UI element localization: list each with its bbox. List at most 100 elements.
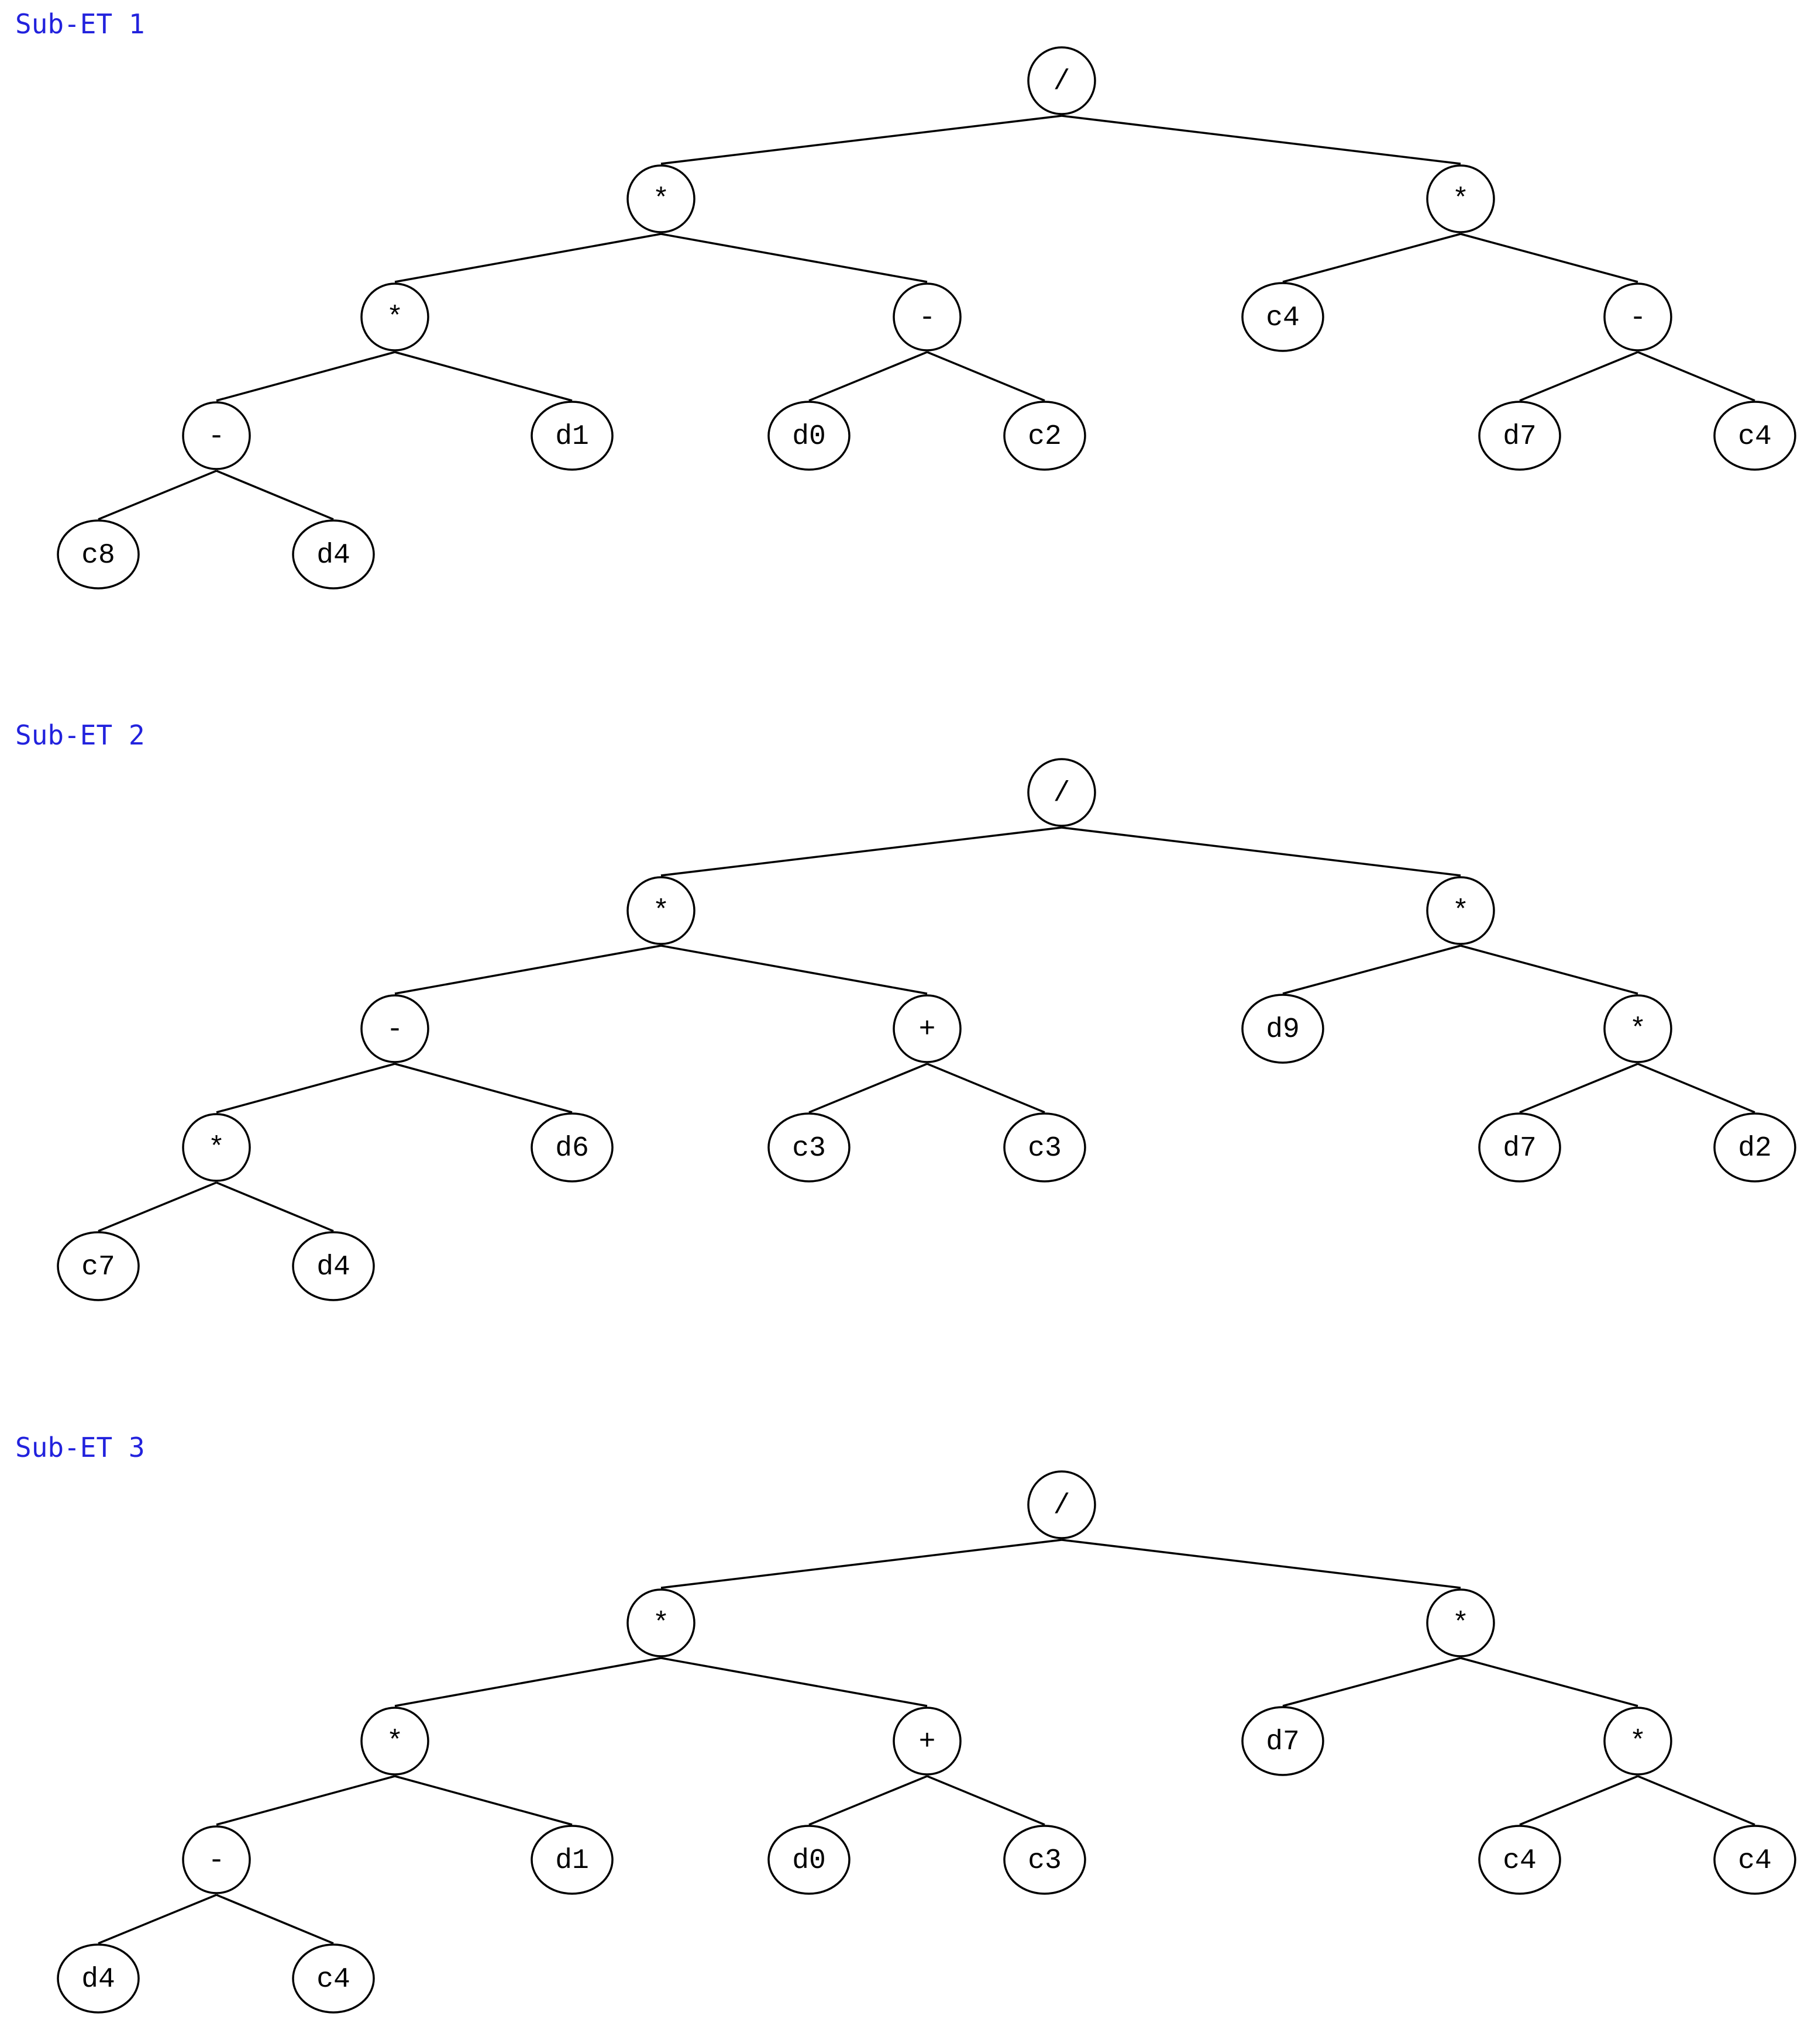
operator-node: - xyxy=(1603,282,1672,351)
operator-node: - xyxy=(182,401,251,470)
node-circle xyxy=(360,282,429,351)
operand-node: d2 xyxy=(1713,1112,1796,1183)
node-ellipse xyxy=(767,1112,851,1183)
tree-edge xyxy=(660,1539,1062,1589)
node-label: d0 xyxy=(792,421,826,453)
tree-edge xyxy=(1282,233,1461,283)
operand-node: d0 xyxy=(767,1825,851,1895)
tree-edge xyxy=(216,1181,334,1232)
tree-edge xyxy=(927,351,1045,402)
tree-edge xyxy=(660,233,928,283)
operator-node: * xyxy=(1426,1588,1495,1657)
operator-node: * xyxy=(182,1113,251,1182)
operand-node: c4 xyxy=(292,1943,375,2014)
node-circle xyxy=(182,401,251,470)
tree-edge xyxy=(1637,1063,1755,1114)
node-circle xyxy=(893,994,962,1063)
node-label: * xyxy=(653,1608,670,1640)
node-ellipse xyxy=(1713,1825,1796,1895)
node-circle xyxy=(626,876,695,945)
tree-edge xyxy=(394,1063,573,1114)
node-circle xyxy=(1603,994,1672,1063)
tree-edge xyxy=(1460,945,1638,995)
node-circle xyxy=(182,1113,251,1182)
node-ellipse xyxy=(57,1943,140,2014)
node-label: * xyxy=(1630,1014,1647,1046)
node-ellipse xyxy=(767,401,851,471)
node-ellipse xyxy=(57,1231,140,1301)
operand-node: c4 xyxy=(1713,1825,1796,1895)
tree-edges xyxy=(98,115,1755,521)
node-label: * xyxy=(1452,1608,1469,1640)
node-label: - xyxy=(208,421,225,453)
node-ellipse xyxy=(292,519,375,590)
node-ellipse xyxy=(767,1825,851,1895)
node-ellipse xyxy=(1241,282,1324,352)
node-label: c8 xyxy=(81,540,115,571)
node-label: * xyxy=(653,896,670,928)
node-label: * xyxy=(208,1133,225,1164)
node-circle xyxy=(1426,876,1495,945)
node-circle xyxy=(360,994,429,1063)
tree-edge xyxy=(1282,945,1461,995)
node-ellipse xyxy=(1003,1112,1086,1183)
operand-node: c3 xyxy=(1003,1112,1086,1183)
operand-node: d4 xyxy=(292,519,375,590)
node-ellipse xyxy=(531,1825,614,1895)
node-label: d0 xyxy=(792,1845,826,1877)
tree-edge xyxy=(808,1775,928,1826)
node-label: d9 xyxy=(1266,1014,1300,1046)
tree-edge xyxy=(1637,351,1755,402)
operand-node: d7 xyxy=(1478,1112,1561,1183)
tree-edge xyxy=(216,1894,334,1945)
operand-node: c3 xyxy=(767,1112,851,1183)
tree-edge xyxy=(394,233,662,283)
operator-node: + xyxy=(893,1707,962,1776)
node-ellipse xyxy=(1478,1112,1561,1183)
node-circle xyxy=(1603,1707,1672,1776)
node-circle xyxy=(1027,46,1096,115)
operator-node: * xyxy=(1426,164,1495,233)
tree-edge xyxy=(216,351,395,402)
node-label: d7 xyxy=(1503,1133,1537,1164)
tree-edge xyxy=(927,1063,1045,1114)
tree-edge xyxy=(1637,1775,1755,1826)
operand-node: c3 xyxy=(1003,1825,1086,1895)
node-label: * xyxy=(653,184,670,216)
operator-node: - xyxy=(182,1825,251,1894)
node-label: / xyxy=(1053,1490,1070,1522)
tree-edge xyxy=(660,945,928,995)
node-label: + xyxy=(919,1014,936,1046)
tree-edge xyxy=(98,1181,217,1232)
node-label: c2 xyxy=(1028,421,1062,453)
tree-edge xyxy=(394,945,662,995)
node-label: / xyxy=(1053,778,1070,809)
operator-node: * xyxy=(360,1707,429,1776)
tree-3-title: Sub-ET 3 xyxy=(15,1432,145,1463)
tree-edge xyxy=(1061,1539,1461,1589)
operator-node: * xyxy=(360,282,429,351)
operand-node: c4 xyxy=(1241,282,1324,352)
node-label: * xyxy=(1630,1726,1647,1758)
operator-node: / xyxy=(1027,1470,1096,1539)
tree-edge xyxy=(394,1775,573,1826)
operand-node: d9 xyxy=(1241,994,1324,1064)
node-ellipse xyxy=(1003,401,1086,471)
operand-node: c4 xyxy=(1478,1825,1561,1895)
tree-edge xyxy=(660,826,1062,877)
operator-node: - xyxy=(893,282,962,351)
tree-edge xyxy=(1460,233,1638,283)
node-circle xyxy=(1027,1470,1096,1539)
node-circle xyxy=(1426,164,1495,233)
node-label: d6 xyxy=(555,1133,589,1164)
node-circle xyxy=(360,1707,429,1776)
node-circle xyxy=(1426,1588,1495,1657)
node-circle xyxy=(626,164,695,233)
node-ellipse xyxy=(1241,994,1324,1064)
node-label: * xyxy=(1452,184,1469,216)
node-label: * xyxy=(387,1726,404,1758)
